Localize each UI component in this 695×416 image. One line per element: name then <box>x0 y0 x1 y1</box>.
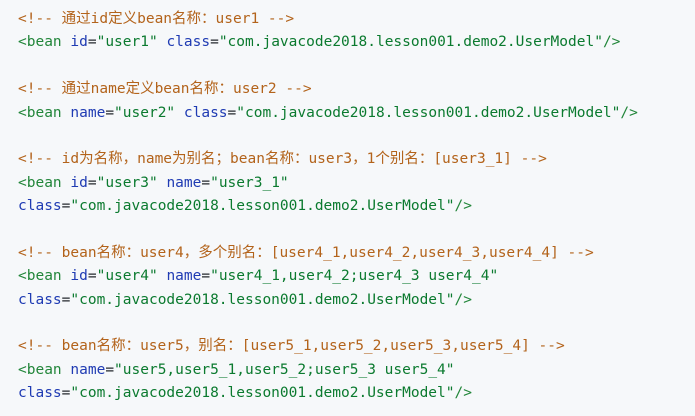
code-token-plain: = <box>201 268 211 285</box>
code-token-tag: <bean <box>18 104 62 121</box>
code-token-str: "com.javacode2018.lesson001.demo2.UserMo… <box>236 104 621 121</box>
code-token-attr: class <box>166 34 211 51</box>
code-lines: <!-- 通过id定义bean名称：user1 --><bean id="use… <box>18 8 695 406</box>
code-line: <bean name="user5,user5_1,user5_2;user5_… <box>18 359 695 382</box>
code-token-plain: = <box>87 34 97 51</box>
code-token-attr: id <box>70 268 88 285</box>
code-token-attr: class <box>18 291 62 308</box>
code-token-comment: <!-- bean名称：user5，别名：[user5_1,user5_2,us… <box>18 338 565 355</box>
code-token-str: "com.javacode2018.lesson001.demo2.UserMo… <box>70 291 455 308</box>
code-token-tag: /> <box>454 198 472 215</box>
code-token-str: "user5,user5_1,user5_2;user5_3 user5_4" <box>114 361 455 378</box>
code-line: <!-- bean名称：user4，多个别名：[user4_1,user4_2,… <box>18 242 695 265</box>
code-token-tag: <bean <box>18 361 62 378</box>
code-token-plain: = <box>201 174 211 191</box>
code-token-str: "com.javacode2018.lesson001.demo2.UserMo… <box>70 385 455 402</box>
code-token-str: "user3" <box>96 174 158 191</box>
code-token-str: "user3_1" <box>210 174 289 191</box>
code-token-attr: class <box>18 198 62 215</box>
code-token-plain: = <box>61 291 71 308</box>
code-line: <!-- 通过name定义bean名称：user2 --> <box>18 78 695 101</box>
code-token-comment: <!-- 通过id定义bean名称：user1 --> <box>18 11 295 27</box>
code-line: class="com.javacode2018.lesson001.demo2.… <box>18 289 695 312</box>
code-token-attr: name <box>70 361 106 378</box>
code-token-str: "com.javacode2018.lesson001.demo2.UserMo… <box>218 34 603 51</box>
code-token-tag: <bean <box>18 174 62 191</box>
code-token-str: "user4" <box>96 268 158 285</box>
code-token-plain: = <box>105 104 115 121</box>
code-token-attr: name <box>166 174 202 191</box>
code-token-comment: <!-- id为名称，name为别名；bean名称：user3，1个别名：[us… <box>18 151 547 168</box>
code-token-attr: id <box>70 34 88 51</box>
code-token-tag: /> <box>620 104 638 121</box>
code-token-plain: = <box>61 385 71 402</box>
blank-line <box>18 312 695 335</box>
code-line: <!-- 通过id定义bean名称：user1 --> <box>18 8 695 31</box>
code-line: <bean id="user4" name="user4_1,user4_2;u… <box>18 265 695 288</box>
blank-line <box>18 125 695 148</box>
code-token-attr: name <box>70 104 106 121</box>
code-token-plain: = <box>105 361 115 378</box>
code-token-comment: <!-- 通过name定义bean名称：user2 --> <box>18 81 312 98</box>
code-token-attr: class <box>183 104 228 121</box>
code-token-tag: <bean <box>18 268 62 285</box>
code-line: <bean name="user2" class="com.javacode20… <box>18 102 695 125</box>
code-token-str: "user2" <box>114 104 176 121</box>
code-token-plain: = <box>227 104 237 121</box>
code-token-plain: = <box>87 174 97 191</box>
code-line: <!-- bean名称：user5，别名：[user5_1,user5_2,us… <box>18 335 695 358</box>
blank-line <box>18 55 695 78</box>
code-line: class="com.javacode2018.lesson001.demo2.… <box>18 195 695 218</box>
code-token-str: "user1" <box>96 34 158 51</box>
code-line: class="com.javacode2018.lesson001.demo2.… <box>18 382 695 405</box>
code-token-tag: /> <box>602 34 621 51</box>
blank-line <box>18 219 695 242</box>
code-line: <bean id="user3" name="user3_1" <box>18 172 695 195</box>
code-token-attr: class <box>18 385 62 402</box>
code-token-tag: /> <box>454 291 472 308</box>
code-token-str: "user4_1,user4_2;user4_3 user4_4" <box>210 268 499 285</box>
code-token-plain <box>175 105 184 121</box>
code-line: <!-- id为名称，name为别名；bean名称：user3，1个别名：[us… <box>18 148 695 171</box>
code-token-plain: = <box>87 268 97 285</box>
code-token-comment: <!-- bean名称：user4，多个别名：[user4_1,user4_2,… <box>18 244 594 261</box>
code-token-plain: = <box>210 34 219 51</box>
code-token-tag: <bean <box>18 34 62 51</box>
code-line: <bean id="user1" class="com.javacode2018… <box>18 31 695 54</box>
code-token-str: "com.javacode2018.lesson001.demo2.UserMo… <box>70 198 455 215</box>
code-token-attr: name <box>166 268 202 285</box>
code-token-tag: /> <box>454 385 472 402</box>
code-token-attr: id <box>70 174 88 191</box>
code-token-plain: = <box>61 198 71 215</box>
